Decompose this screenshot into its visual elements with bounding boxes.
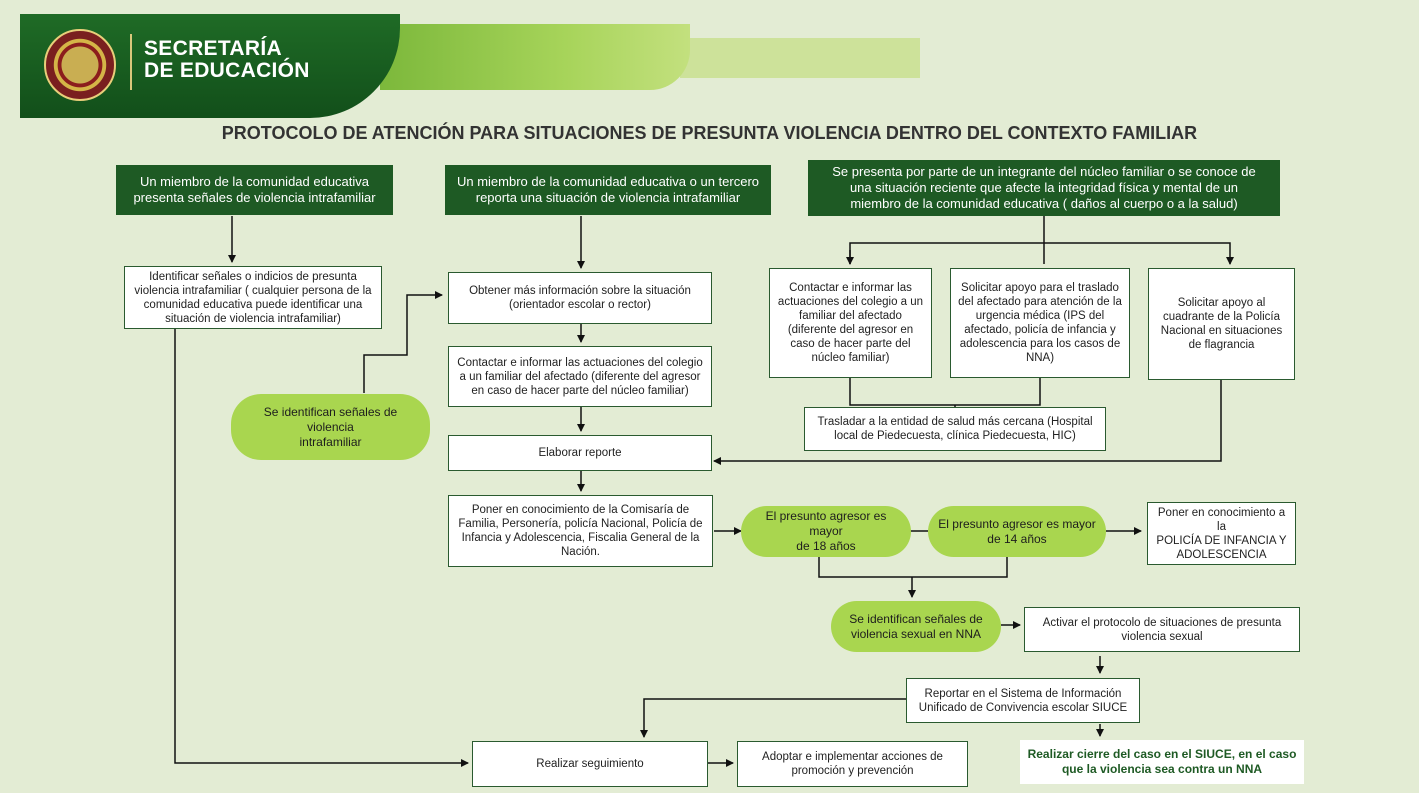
arrow-siuce-followup bbox=[640, 698, 906, 738]
aggressor-over-18-pill: El presunto agresor es mayor de 18 años bbox=[741, 506, 911, 557]
page-title: PROTOCOLO DE ATENCIÓN PARA SITUACIONES D… bbox=[221, 123, 1198, 143]
org-title: SECRETARÍA DE EDUCACIÓN bbox=[144, 37, 310, 82]
arrow-police-report bbox=[713, 380, 1222, 465]
notify-authorities-box: Poner en conocimiento de la Comisaría de… bbox=[448, 495, 713, 567]
trigger-family-box: Se presenta por parte de un integrante d… bbox=[808, 160, 1280, 216]
contact-family-right-box: Contactar e informar las actuaciones del… bbox=[769, 268, 932, 378]
activate-sexual-protocol-box: Activar el protocolo de situaciones de p… bbox=[1024, 607, 1300, 652]
arrow-ages-sexual bbox=[818, 554, 1008, 597]
header-band-pattern bbox=[380, 24, 690, 90]
aggressor-over-14-pill: El presunto agresor es mayor de 14 años bbox=[928, 506, 1106, 557]
arrow-branch-left bbox=[849, 242, 1234, 265]
contact-family-box: Contactar e informar las actuaciones del… bbox=[448, 346, 712, 407]
close-case-box: Realizar cierre del caso en el SIUCE, en… bbox=[1020, 740, 1304, 784]
promotion-prevention-box: Adoptar e implementar acciones de promoc… bbox=[737, 741, 968, 787]
arrow-pill-obtain bbox=[363, 291, 443, 393]
identify-signals-box: Identificar señales o indicios de presun… bbox=[124, 266, 382, 329]
transfer-health-entity-box: Trasladar a la entidad de salud más cerc… bbox=[804, 407, 1106, 451]
arrow-rightboxes-transfer bbox=[849, 378, 1041, 407]
notify-children-police-box: Poner en conocimiento a la POLICÍA DE IN… bbox=[1147, 502, 1296, 565]
municipality-seal-logo bbox=[44, 29, 116, 101]
logo-divider bbox=[130, 34, 132, 90]
arrow-identify-followup bbox=[174, 328, 469, 767]
police-support-box: Solicitar apoyo al cuadrante de la Polic… bbox=[1148, 268, 1295, 380]
trigger-report-box: Un miembro de la comunidad educativa o u… bbox=[445, 165, 771, 215]
obtain-info-box: Obtener más información sobre la situaci… bbox=[448, 272, 712, 324]
report-box: Elaborar reporte bbox=[448, 435, 712, 471]
sexual-violence-signals-pill: Se identifican señales de violencia sexu… bbox=[831, 601, 1001, 652]
header-band-light bbox=[680, 38, 920, 78]
medical-transfer-support-box: Solicitar apoyo para el traslado del afe… bbox=[950, 268, 1130, 378]
trigger-signals-box: Un miembro de la comunidad educativa pre… bbox=[116, 165, 393, 215]
follow-up-box: Realizar seguimiento bbox=[472, 741, 708, 787]
siuce-report-box: Reportar en el Sistema de Información Un… bbox=[906, 678, 1140, 723]
signals-identified-pill: Se identifican señales de violencia intr… bbox=[231, 394, 430, 460]
